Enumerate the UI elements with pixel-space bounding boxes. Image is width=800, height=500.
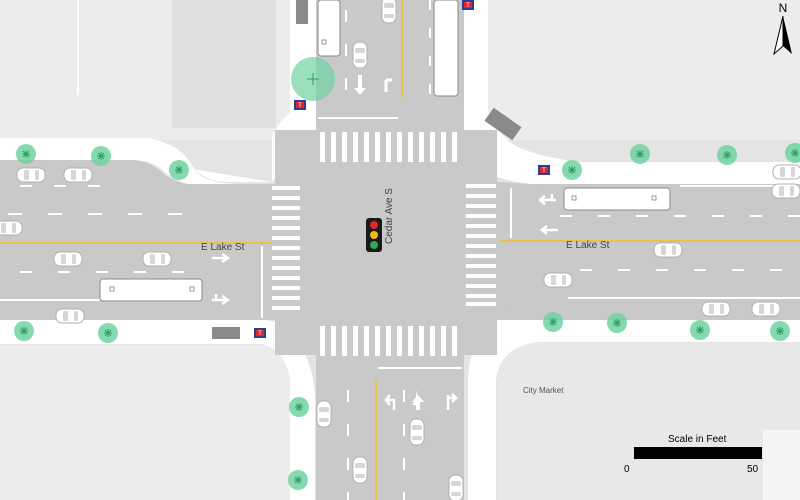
arrow-straight-south-1 [412,390,418,405]
road-east-west-east-widening [470,180,800,330]
crosswalk-east [466,184,496,306]
street-label-east-west-east: E Lake St [566,240,610,251]
street-label-east-west-west: E Lake St [201,242,245,253]
transit-sign-northeast-icon [538,165,550,175]
bus-southbound-east [433,0,459,97]
crosswalk-west [272,186,300,310]
transit-sign-northwest-icon [294,100,306,110]
arrow-up-south-1 [412,395,424,410]
intersection-box [275,130,497,355]
street-label-north-south: Cedar Ave S [384,188,395,244]
shelter-northeast [484,107,522,141]
lane-arrows [212,75,558,410]
bus-eastbound [99,278,203,302]
sidewalk-west-north [0,0,316,188]
crosswalk-south [320,326,457,356]
kiosk-north [296,0,308,24]
trees [13,57,800,491]
tree-large-northwest [291,57,335,101]
arrow-left-east-1 [537,194,556,205]
lot-southeast-corner [763,430,800,500]
transit-sign-southwest-icon [254,328,266,338]
scale-min-label: 0 [624,464,630,475]
shelter-southwest [212,327,240,339]
arrow-right-west-1 [212,252,231,264]
road-east-west-west-widening [0,160,275,320]
north-letter: N [778,1,788,15]
transit-sign-north-icon [462,0,474,10]
building-northwest [172,0,276,128]
arrow-right-south [446,393,458,410]
crosswalk-north [320,132,457,162]
north-arrow-icon: N [770,2,796,60]
stop-bars [261,117,512,369]
arrow-left-east-2 [539,225,558,235]
bus-westbound [563,187,671,211]
scale-bar: Scale in Feet 0 50 [622,434,772,482]
arrow-right-west-2 [212,294,231,306]
block-southeast [498,343,800,500]
sidewalk-southeast [468,308,800,500]
traffic-signal-icon [366,218,382,252]
scale-title: Scale in Feet [668,434,727,445]
block-southwest [0,345,290,500]
bus-northbound-west [317,0,341,57]
arrow-straight-north-1 [354,75,366,95]
scale-bar-graphic [634,447,762,459]
block-northeast [488,0,800,140]
place-label-city-market: City Market [523,386,564,395]
arrow-left-north [384,78,392,92]
scale-max-label: 50 [747,464,759,475]
arrow-left-south [384,394,396,410]
